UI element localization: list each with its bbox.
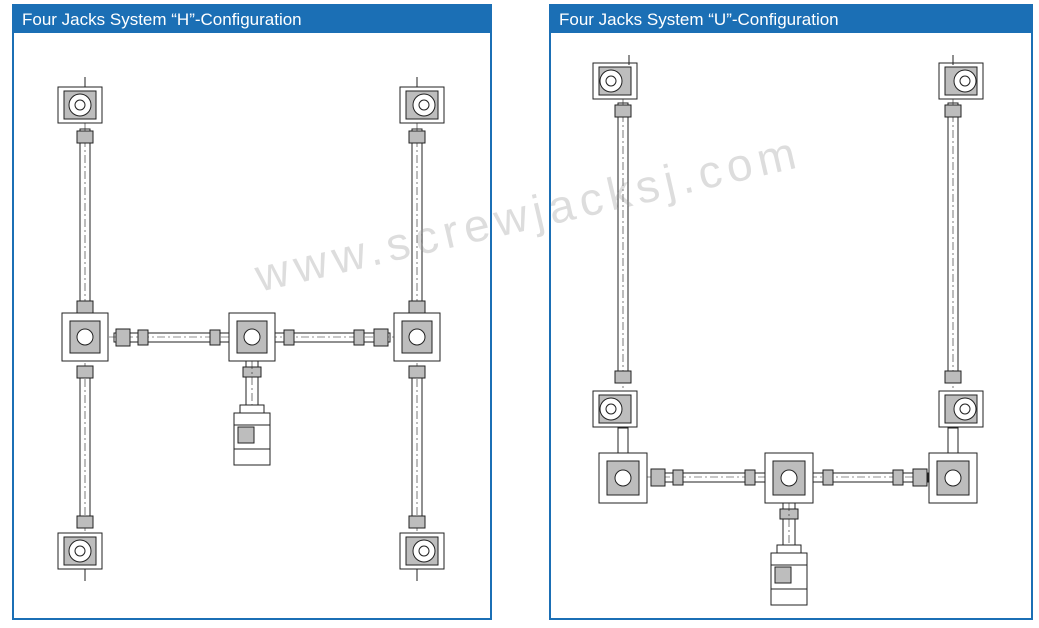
h-configuration-diagram xyxy=(57,77,445,581)
shaft-right-lower xyxy=(411,363,423,533)
electric-motor xyxy=(233,404,271,466)
bevel-gearbox-left xyxy=(61,312,109,362)
panel-title: Four Jacks System “U”-Configuration xyxy=(551,6,1031,33)
shaft-left-vertical xyxy=(617,98,629,388)
bevel-gearbox-left xyxy=(598,452,648,504)
u-configuration-diagram xyxy=(592,55,984,606)
bevel-gearbox-center xyxy=(764,452,814,504)
screw-jack-top-right xyxy=(938,55,984,100)
bevel-gearbox-right xyxy=(393,312,441,362)
screw-jack-middle-left xyxy=(592,390,638,428)
screw-jack-top-right xyxy=(399,77,445,124)
shaft-right-upper xyxy=(411,123,423,318)
screw-jack-top-left xyxy=(592,55,638,100)
couplings xyxy=(614,104,962,487)
panel-title: Four Jacks System “H”-Configuration xyxy=(14,6,490,33)
screw-jack-middle-right xyxy=(938,390,984,428)
screw-jack-bottom-right xyxy=(399,532,445,581)
couplings xyxy=(76,130,426,529)
drive-shaft xyxy=(242,360,262,413)
bevel-gearbox-center xyxy=(228,312,276,362)
screw-jack-bottom-left xyxy=(57,532,103,581)
u-configuration-panel: Four Jacks System “U”-Configuration xyxy=(549,4,1033,620)
screw-jack-top-left xyxy=(57,77,103,124)
bevel-gearbox-right xyxy=(928,452,978,504)
shaft-left-upper xyxy=(79,123,91,318)
h-configuration-panel: Four Jacks System “H”-Configuration xyxy=(12,4,492,620)
shaft-right-vertical xyxy=(947,98,959,388)
electric-motor xyxy=(770,544,808,606)
shaft-left-lower xyxy=(79,363,91,533)
